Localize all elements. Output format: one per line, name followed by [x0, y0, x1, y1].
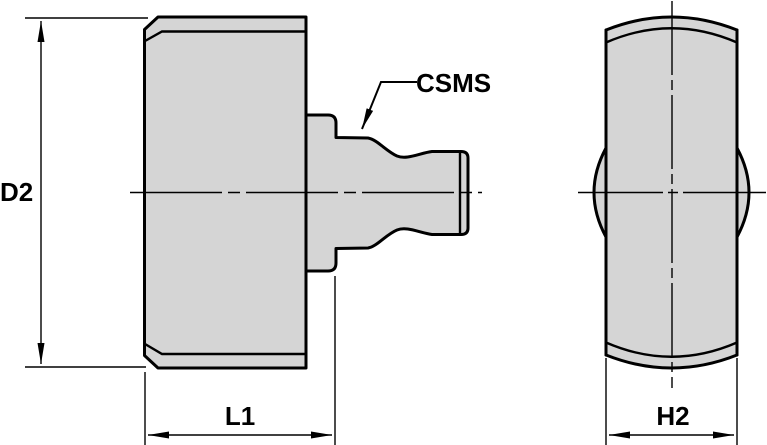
side-view — [130, 15, 482, 370]
l1-dimension: L1 — [144, 276, 336, 445]
d2-label: D2 — [0, 177, 33, 207]
flange-top-chamfer-line — [143, 30, 308, 43]
end-view — [578, 1, 766, 388]
flange-body — [143, 15, 308, 370]
h2-label: H2 — [656, 401, 689, 431]
csms-callout: CSMS — [361, 68, 491, 130]
d2-dimension: D2 — [0, 17, 148, 368]
flange-bottom-chamfer-line — [143, 342, 308, 356]
h2-dimension: H2 — [605, 358, 738, 445]
l1-label: L1 — [225, 401, 255, 431]
csms-label: CSMS — [416, 68, 491, 98]
csms-leader-line — [361, 81, 417, 130]
